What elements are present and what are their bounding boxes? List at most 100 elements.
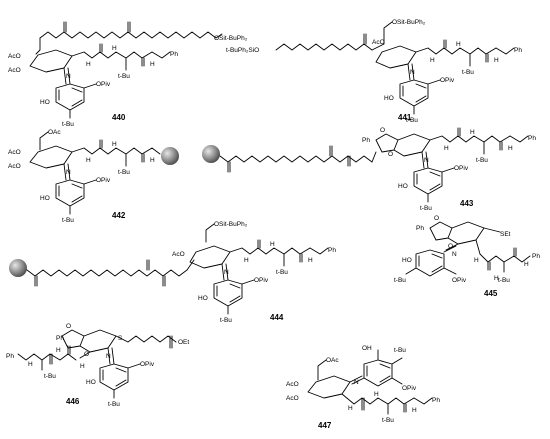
bond-path — [39, 131, 49, 151]
label-aco: AcO — [372, 39, 385, 46]
compound-445: Ph O O SEt N H H H t-Bu Ph HO OPiv t-Bu … — [394, 215, 540, 298]
label-h: H — [112, 141, 117, 148]
label-h: H — [112, 45, 117, 52]
bond-path — [363, 33, 367, 45]
solid-support-bead — [9, 259, 27, 277]
bond-path — [405, 267, 457, 275]
label-ph: Ph — [532, 253, 540, 260]
bond-path — [115, 335, 177, 343]
compound-number: 445 — [484, 289, 498, 298]
label-h: H — [524, 261, 529, 268]
bond-path — [416, 171, 441, 191]
label-ph: Ph — [170, 51, 178, 58]
compound-number: 444 — [270, 313, 284, 322]
bond-path — [361, 397, 407, 415]
label-h: H — [456, 41, 461, 48]
label-n: N — [106, 353, 111, 360]
compound-number: 440 — [112, 113, 126, 122]
bond-path — [69, 179, 97, 215]
compound-446: Ph O O S OEt N H H H t-Bu Ph HO OPiv t-B… — [6, 323, 189, 408]
label-n: N — [66, 169, 71, 176]
bond-path — [79, 329, 117, 353]
bond-path — [213, 279, 243, 307]
bond-path — [363, 359, 393, 387]
label-ph: Ph — [416, 225, 424, 232]
label-h: H — [308, 257, 313, 264]
label-s: S — [118, 335, 123, 342]
label-n: N — [224, 269, 229, 276]
label-h: H — [86, 157, 91, 164]
bond-path — [447, 221, 485, 245]
label-tbu: t-Bu — [498, 277, 510, 284]
bond-path — [58, 87, 83, 107]
label-n: N — [424, 157, 429, 164]
label-ho: HO — [198, 295, 208, 302]
compound-440: OSit-BuPh₂ AcO AcO N H H H t-Bu Ph HO OP… — [8, 21, 248, 128]
label-h: H — [444, 145, 449, 152]
solid-support-bead — [161, 147, 179, 165]
label-ph: Ph — [514, 47, 522, 54]
label-o: O — [448, 243, 453, 250]
label-tbu: t-Bu — [44, 373, 56, 380]
compound-444: OSit-BuPh₂ AcO N H H H t-Bu Ph HO OPiv t… — [9, 221, 336, 324]
label-n: N — [410, 69, 415, 76]
label-ho: HO — [86, 379, 96, 386]
bond-path — [375, 133, 399, 153]
label-tbu: t-Bu — [220, 317, 232, 324]
bond-path — [418, 253, 443, 273]
label-opiv: OPiv — [96, 177, 111, 184]
bond-path — [34, 259, 166, 287]
bond-path — [99, 43, 145, 67]
bond-path — [41, 345, 71, 371]
label-opiv: OPiv — [440, 77, 455, 84]
label-opiv: OPiv — [140, 361, 155, 368]
bond-path — [429, 221, 453, 241]
label-o: O — [84, 351, 89, 358]
label-ph: Ph — [328, 247, 336, 254]
label-aco: AcO — [286, 395, 299, 402]
bond-path — [39, 31, 223, 39]
label-o: O — [66, 323, 71, 330]
label-o: O — [388, 151, 393, 158]
bond-path — [29, 145, 73, 169]
label-tbu: t-Bu — [62, 121, 74, 128]
label-n: N — [354, 379, 359, 386]
compound-447: OAc AcO AcO N H H H t-Bu Ph OH OPiv t-Bu… — [286, 345, 440, 430]
bond-path — [415, 47, 497, 55]
bond-path — [283, 247, 329, 267]
label-h: H — [150, 157, 155, 164]
label-osi: OSit-BuPh₂ — [214, 221, 248, 228]
label-tbu: t-Bu — [406, 117, 418, 124]
label-h: H — [430, 57, 435, 64]
bond-path — [113, 363, 141, 399]
compound-number: 443 — [460, 199, 474, 208]
bond-path — [402, 83, 427, 103]
bond-path — [102, 367, 127, 387]
label-n: N — [452, 251, 457, 258]
label-aco: AcO — [8, 149, 21, 156]
label-opiv: OPiv — [402, 385, 417, 392]
bond-path — [443, 243, 459, 253]
label-opiv: OPiv — [254, 277, 269, 284]
bond-path — [443, 39, 489, 63]
bond-path — [427, 167, 455, 203]
label-h: H — [86, 61, 91, 68]
label-ph: Ph — [432, 397, 440, 404]
bond-path — [186, 259, 195, 271]
bond-path — [407, 63, 415, 81]
bond-path — [189, 245, 231, 269]
bond-path — [205, 223, 215, 243]
bond-path — [413, 167, 443, 195]
label-aco: AcO — [8, 67, 21, 74]
bond-path — [227, 279, 255, 315]
label-tbu: t-Bu — [118, 73, 130, 80]
bond-path — [61, 329, 85, 349]
label-aco: AcO — [8, 163, 21, 170]
bond-path — [63, 21, 131, 33]
bond-path — [219, 155, 373, 163]
bond-path — [375, 45, 417, 69]
bond-path — [487, 247, 517, 273]
bond-path — [413, 397, 433, 405]
bond-path — [457, 127, 503, 151]
bond-path — [125, 51, 171, 71]
